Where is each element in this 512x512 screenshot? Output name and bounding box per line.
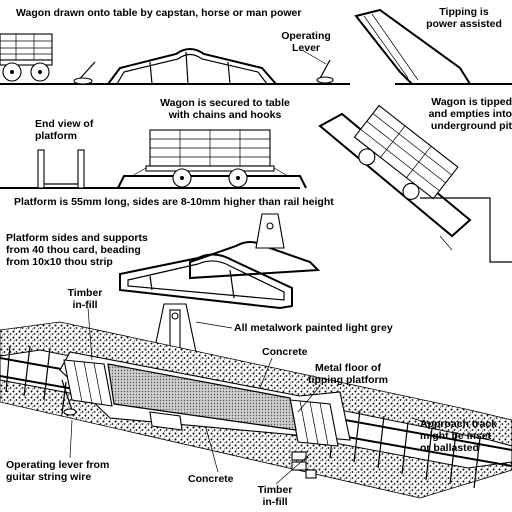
platform-side-profile — [107, 48, 277, 85]
platform-side-near — [119, 253, 293, 310]
label-metal-floor: Metal floor of tipping platform — [308, 362, 388, 386]
platform-side-inner — [116, 53, 268, 85]
timber-infill-far — [289, 399, 339, 447]
label-end-view: End view of platform — [35, 118, 94, 142]
wagon-secured — [131, 129, 289, 188]
middle-scene — [0, 104, 512, 263]
tipping-arm — [354, 8, 512, 85]
label-tipping-assisted: Tipping is power assisted — [426, 6, 502, 30]
platform-construction — [119, 213, 321, 353]
label-wagon-tipped: Wagon is tipped and empties into undergr… — [428, 96, 512, 132]
end-view-platform — [37, 149, 85, 189]
leader-lines — [69, 307, 431, 485]
timber-infill-near — [63, 359, 113, 407]
platform-under-wagon — [117, 175, 307, 189]
label-timber-infill-bottom: Timber in-fill — [257, 484, 293, 508]
label-platform-sides: Platform sides and supports from 40 thou… — [6, 232, 148, 268]
label-operating-lever-wire: Operating lever from guitar string wire — [6, 459, 110, 483]
label-operating-lever: Operating Lever — [281, 30, 331, 54]
operating-lever-icon — [316, 59, 334, 84]
label-concrete-bottom: Concrete — [188, 473, 234, 485]
label-wagon-secured: Wagon is secured to table with chains an… — [160, 97, 290, 121]
metal-floor — [107, 363, 297, 431]
capstan-left — [73, 61, 96, 85]
track-plan — [0, 307, 512, 499]
label-drawn-onto-table: Wagon drawn onto table by capstan, horse… — [16, 7, 302, 19]
label-approach-track: Approach track might be inset or ballast… — [420, 418, 498, 454]
wagon-tipped — [318, 104, 512, 263]
wagon-left — [0, 33, 53, 82]
label-metalwork: All metalwork painted light grey — [234, 322, 393, 334]
top-scene — [0, 8, 512, 85]
label-timber-infill-top: Timber in-fill — [67, 287, 103, 311]
operating-lever-wire — [61, 379, 77, 417]
label-concrete-top: Concrete — [262, 346, 308, 358]
label-platform-dimensions: Platform is 55mm long, sides are 8-10mm … — [14, 196, 334, 208]
